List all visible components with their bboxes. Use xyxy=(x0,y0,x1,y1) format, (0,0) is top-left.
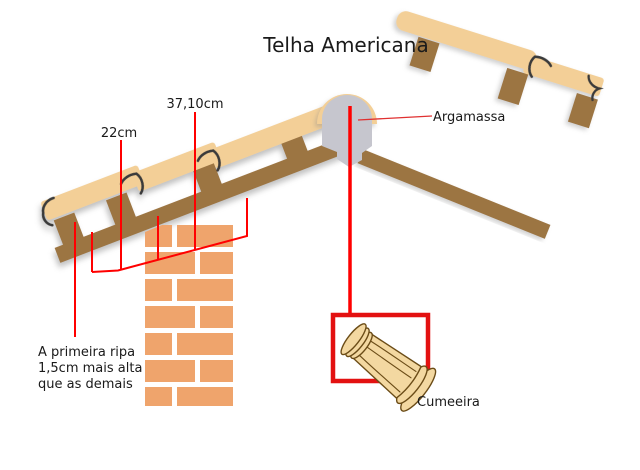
ridge-tile-top-ring xyxy=(340,323,367,356)
batten xyxy=(409,36,440,73)
batten xyxy=(567,93,598,129)
roof-tile xyxy=(396,11,537,70)
mortar-shape xyxy=(322,95,372,167)
roof-tile xyxy=(132,142,221,192)
note-line-3: que as demais xyxy=(38,377,133,392)
note-line-1: A primeira ripa xyxy=(38,345,135,360)
tile-overlap-curl xyxy=(528,55,553,78)
ridge-tile-illustration xyxy=(340,323,437,412)
left-roof-slope xyxy=(41,103,357,263)
brick-column xyxy=(145,225,233,406)
left-rafter xyxy=(54,134,357,263)
roof-tile xyxy=(523,55,604,97)
first-batten xyxy=(53,212,90,260)
right-rafter xyxy=(357,149,551,239)
right-roof-slope xyxy=(396,11,604,129)
roof-tile xyxy=(41,165,144,220)
ridge-tile-body-line xyxy=(358,354,401,393)
eave-tile-curl xyxy=(41,196,55,227)
dimension-baseline xyxy=(91,198,248,273)
tile-overlap-curl xyxy=(196,149,221,172)
label-argamassa: Argamassa xyxy=(433,110,505,125)
label-22cm: 22cm xyxy=(101,126,137,141)
ridge-tile-body-line xyxy=(364,345,412,379)
roof-tile xyxy=(209,103,341,168)
label-3710cm: 37,10cm xyxy=(166,97,223,112)
batten xyxy=(497,67,529,106)
note-line-2: 1,5cm mais alta xyxy=(38,361,142,376)
dimension-lines xyxy=(74,112,248,337)
ridge-tile-body-line xyxy=(369,340,417,373)
mortar-pointer-line xyxy=(357,115,433,121)
tile-overlap-curl xyxy=(119,172,144,195)
tile-end-curl xyxy=(587,74,604,102)
page-title: Telha Americana xyxy=(262,33,428,57)
label-cumeeira: Cumeeira xyxy=(417,395,480,410)
first-batten-note: A primeira ripa 1,5cm mais alta que as d… xyxy=(38,345,142,392)
